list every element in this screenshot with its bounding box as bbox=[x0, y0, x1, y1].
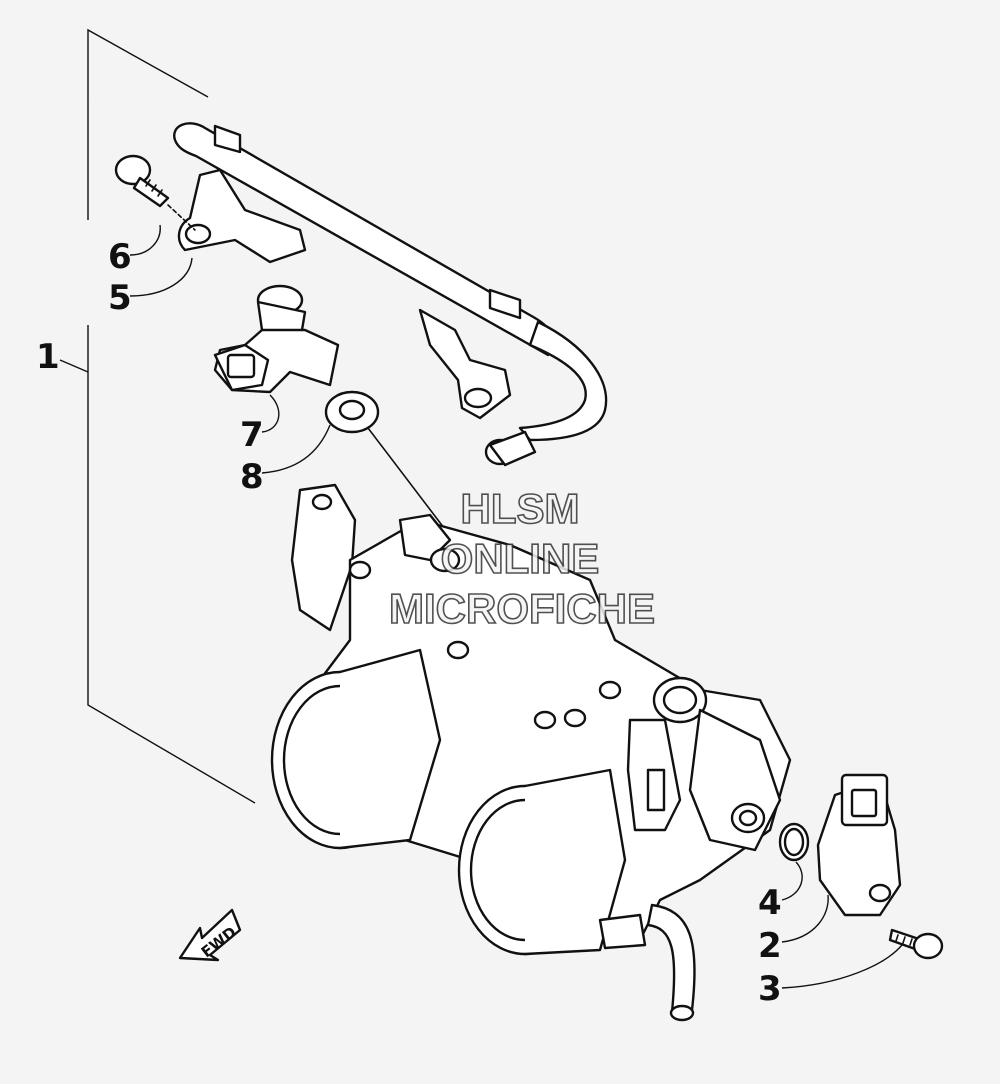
callout-6: 6 bbox=[108, 237, 132, 277]
assembly-bracket bbox=[59, 28, 256, 804]
watermark-line-1: HLSM bbox=[461, 485, 580, 532]
throttle-body bbox=[270, 483, 792, 1022]
callout-8: 8 bbox=[240, 457, 264, 497]
bolt-3 bbox=[888, 928, 944, 960]
callout-2: 2 bbox=[758, 926, 782, 966]
throttle-position-sensor-2 bbox=[816, 773, 902, 917]
callout-numbers: 1 2 3 4 5 6 7 8 bbox=[36, 237, 782, 1009]
watermark-line-3: MICROFICHE bbox=[389, 585, 655, 632]
callout-4: 4 bbox=[758, 883, 782, 923]
watermark-line-2: ONLINE bbox=[441, 535, 600, 582]
callout-3: 3 bbox=[758, 969, 782, 1009]
fuel-injector-7 bbox=[213, 284, 340, 394]
o-ring-4 bbox=[778, 822, 810, 862]
callout-5: 5 bbox=[108, 278, 132, 318]
callout-7: 7 bbox=[240, 415, 264, 455]
fwd-direction-arrow: FWD bbox=[178, 908, 242, 961]
watermark: HLSM ONLINE MICROFICHE bbox=[388, 484, 656, 633]
leader-lines bbox=[129, 224, 903, 989]
screw-6 bbox=[114, 154, 196, 231]
callout-1: 1 bbox=[36, 337, 60, 377]
seal-8 bbox=[324, 390, 496, 596]
fuel-rail bbox=[173, 122, 608, 467]
